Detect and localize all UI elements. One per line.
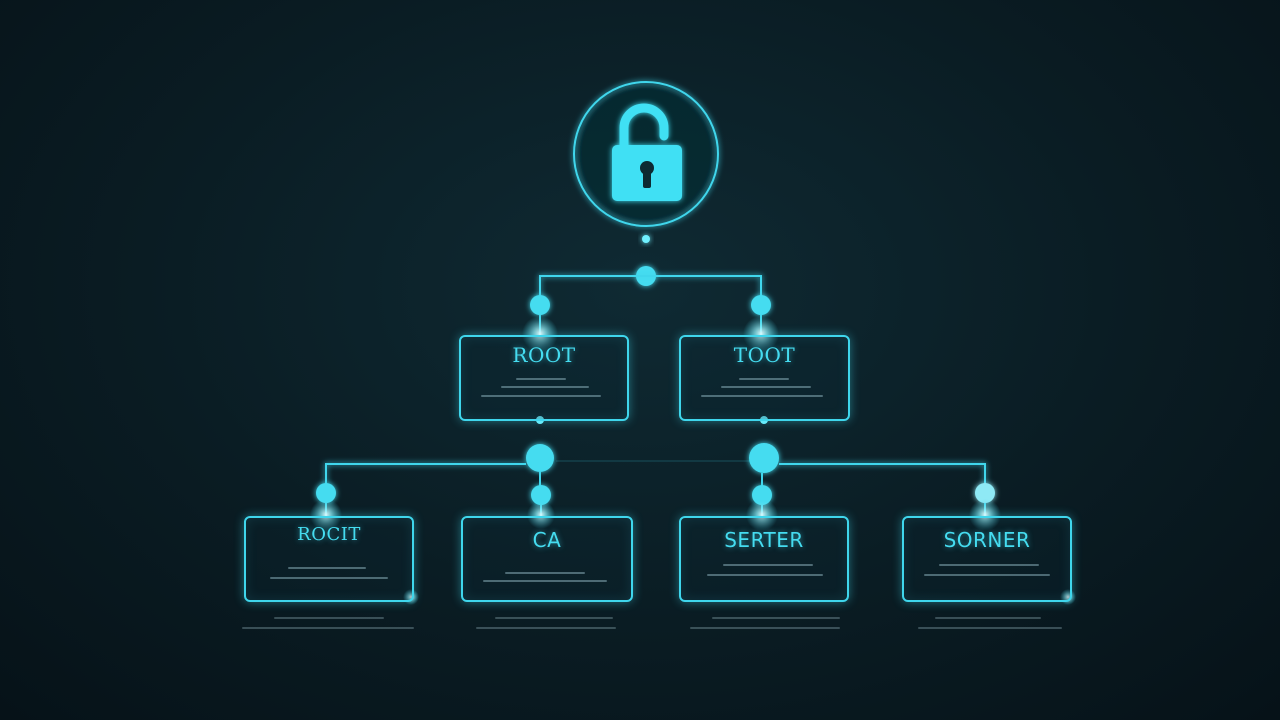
caption-line bbox=[495, 617, 613, 619]
node-text-line bbox=[723, 564, 813, 566]
node-text-line bbox=[721, 386, 811, 388]
open-padlock-icon bbox=[612, 103, 682, 201]
node-root-left: ROOT bbox=[459, 335, 629, 421]
node-text-line bbox=[483, 580, 607, 582]
node-level2-3: SERTER bbox=[679, 516, 849, 602]
node-text-line bbox=[501, 386, 589, 388]
caption-line bbox=[935, 617, 1041, 619]
node-text-line bbox=[924, 574, 1050, 576]
node-label: ROCIT bbox=[297, 524, 361, 545]
caption-line bbox=[712, 617, 840, 619]
node-label: CA bbox=[532, 528, 562, 552]
node-level2-4: SORNER bbox=[902, 516, 1072, 602]
node-text-line bbox=[701, 395, 823, 397]
node-label: SORNER bbox=[943, 528, 1031, 552]
node-text-line bbox=[707, 574, 823, 576]
caption-line bbox=[274, 617, 384, 619]
node-text-line bbox=[270, 577, 388, 579]
node-label: TOOT bbox=[733, 343, 796, 367]
node-text-line bbox=[288, 567, 366, 569]
caption-line bbox=[476, 627, 616, 629]
node-root-right: TOOT bbox=[679, 335, 850, 421]
lock-node bbox=[573, 81, 719, 227]
node-text-line bbox=[939, 564, 1039, 566]
node-label: ROOT bbox=[512, 343, 576, 367]
node-label: SERTER bbox=[724, 528, 804, 552]
node-text-line bbox=[505, 572, 585, 574]
node-text-line bbox=[739, 378, 789, 380]
caption-line bbox=[918, 627, 1062, 629]
node-level2-1: ROCIT bbox=[244, 516, 414, 602]
caption-line bbox=[242, 627, 414, 629]
node-text-line bbox=[516, 378, 566, 380]
node-text-line bbox=[481, 395, 601, 397]
node-level2-2: CA bbox=[461, 516, 633, 602]
caption-line bbox=[690, 627, 840, 629]
